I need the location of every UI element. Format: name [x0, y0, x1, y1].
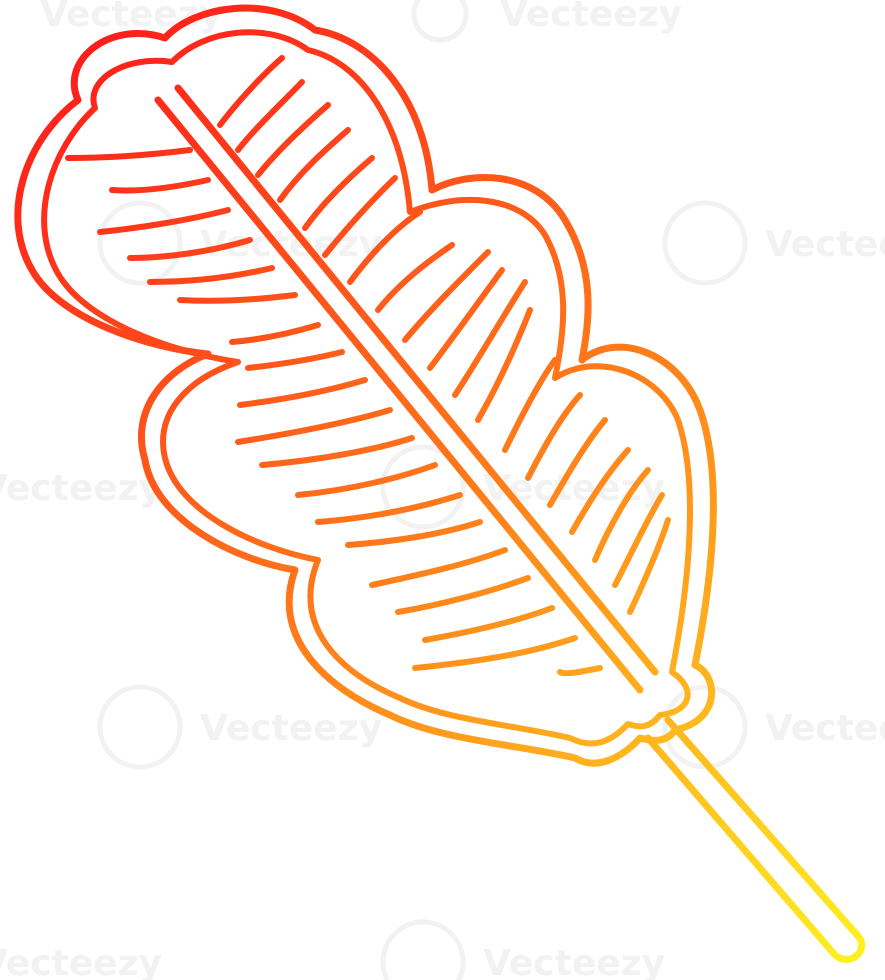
watermark-row-4: Vecteezy Vecteezy — [97, 684, 885, 770]
watermark-row-3: Vecteezy Vecteezy — [0, 444, 665, 530]
watermark-text: Vecteezy — [765, 224, 885, 265]
watermark-text: Vecteezy — [500, 0, 682, 35]
leaf-veins-lower — [65, 147, 603, 677]
watermark-text: Vecteezy — [765, 708, 885, 749]
leaf-midrib — [154, 84, 659, 694]
leaf-stem — [644, 716, 866, 963]
leaf-outline-inner — [41, 29, 693, 747]
watermark-top: Vecteezy Vecteezy — [40, 0, 682, 43]
watermark-text: Vecteezy — [483, 943, 665, 980]
watermark-text: Vecteezy — [0, 468, 162, 509]
leaf-veins-upper — [217, 55, 671, 615]
watermark-text: Vecteezy — [483, 468, 665, 509]
watermark-text: Vecteezy — [200, 708, 382, 749]
leaf-outline-outer — [14, 4, 717, 767]
watermark-text: Vecteezy — [0, 943, 162, 980]
watermark-bottom: Vecteezy Vecteezy — [0, 919, 665, 980]
